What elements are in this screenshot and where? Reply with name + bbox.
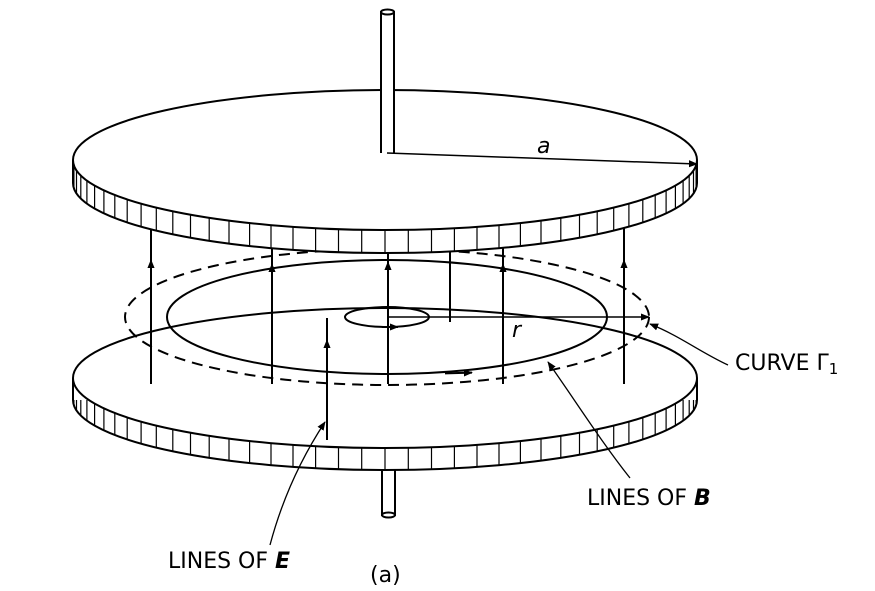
- lines-b-label: LINES OF B: [587, 486, 711, 511]
- top-plate: [72, 89, 698, 254]
- lines-e-label: LINES OF E: [168, 549, 290, 574]
- b-loop-middle-arrow: [444, 369, 473, 377]
- upper-wire: [380, 8, 395, 153]
- radius-a-line: [386, 152, 698, 168]
- lines-e-leader: [269, 421, 326, 546]
- curve-gamma-leader: [649, 323, 729, 366]
- radius-r-label: r: [512, 318, 523, 343]
- bottom-plate: [72, 307, 698, 471]
- curve-gamma-label: CURVE Γ1: [735, 351, 838, 378]
- lines-b-leader: [547, 361, 631, 479]
- figure-caption: (a): [370, 563, 401, 588]
- lower-wire: [381, 470, 396, 519]
- radius-a-label: a: [537, 134, 550, 159]
